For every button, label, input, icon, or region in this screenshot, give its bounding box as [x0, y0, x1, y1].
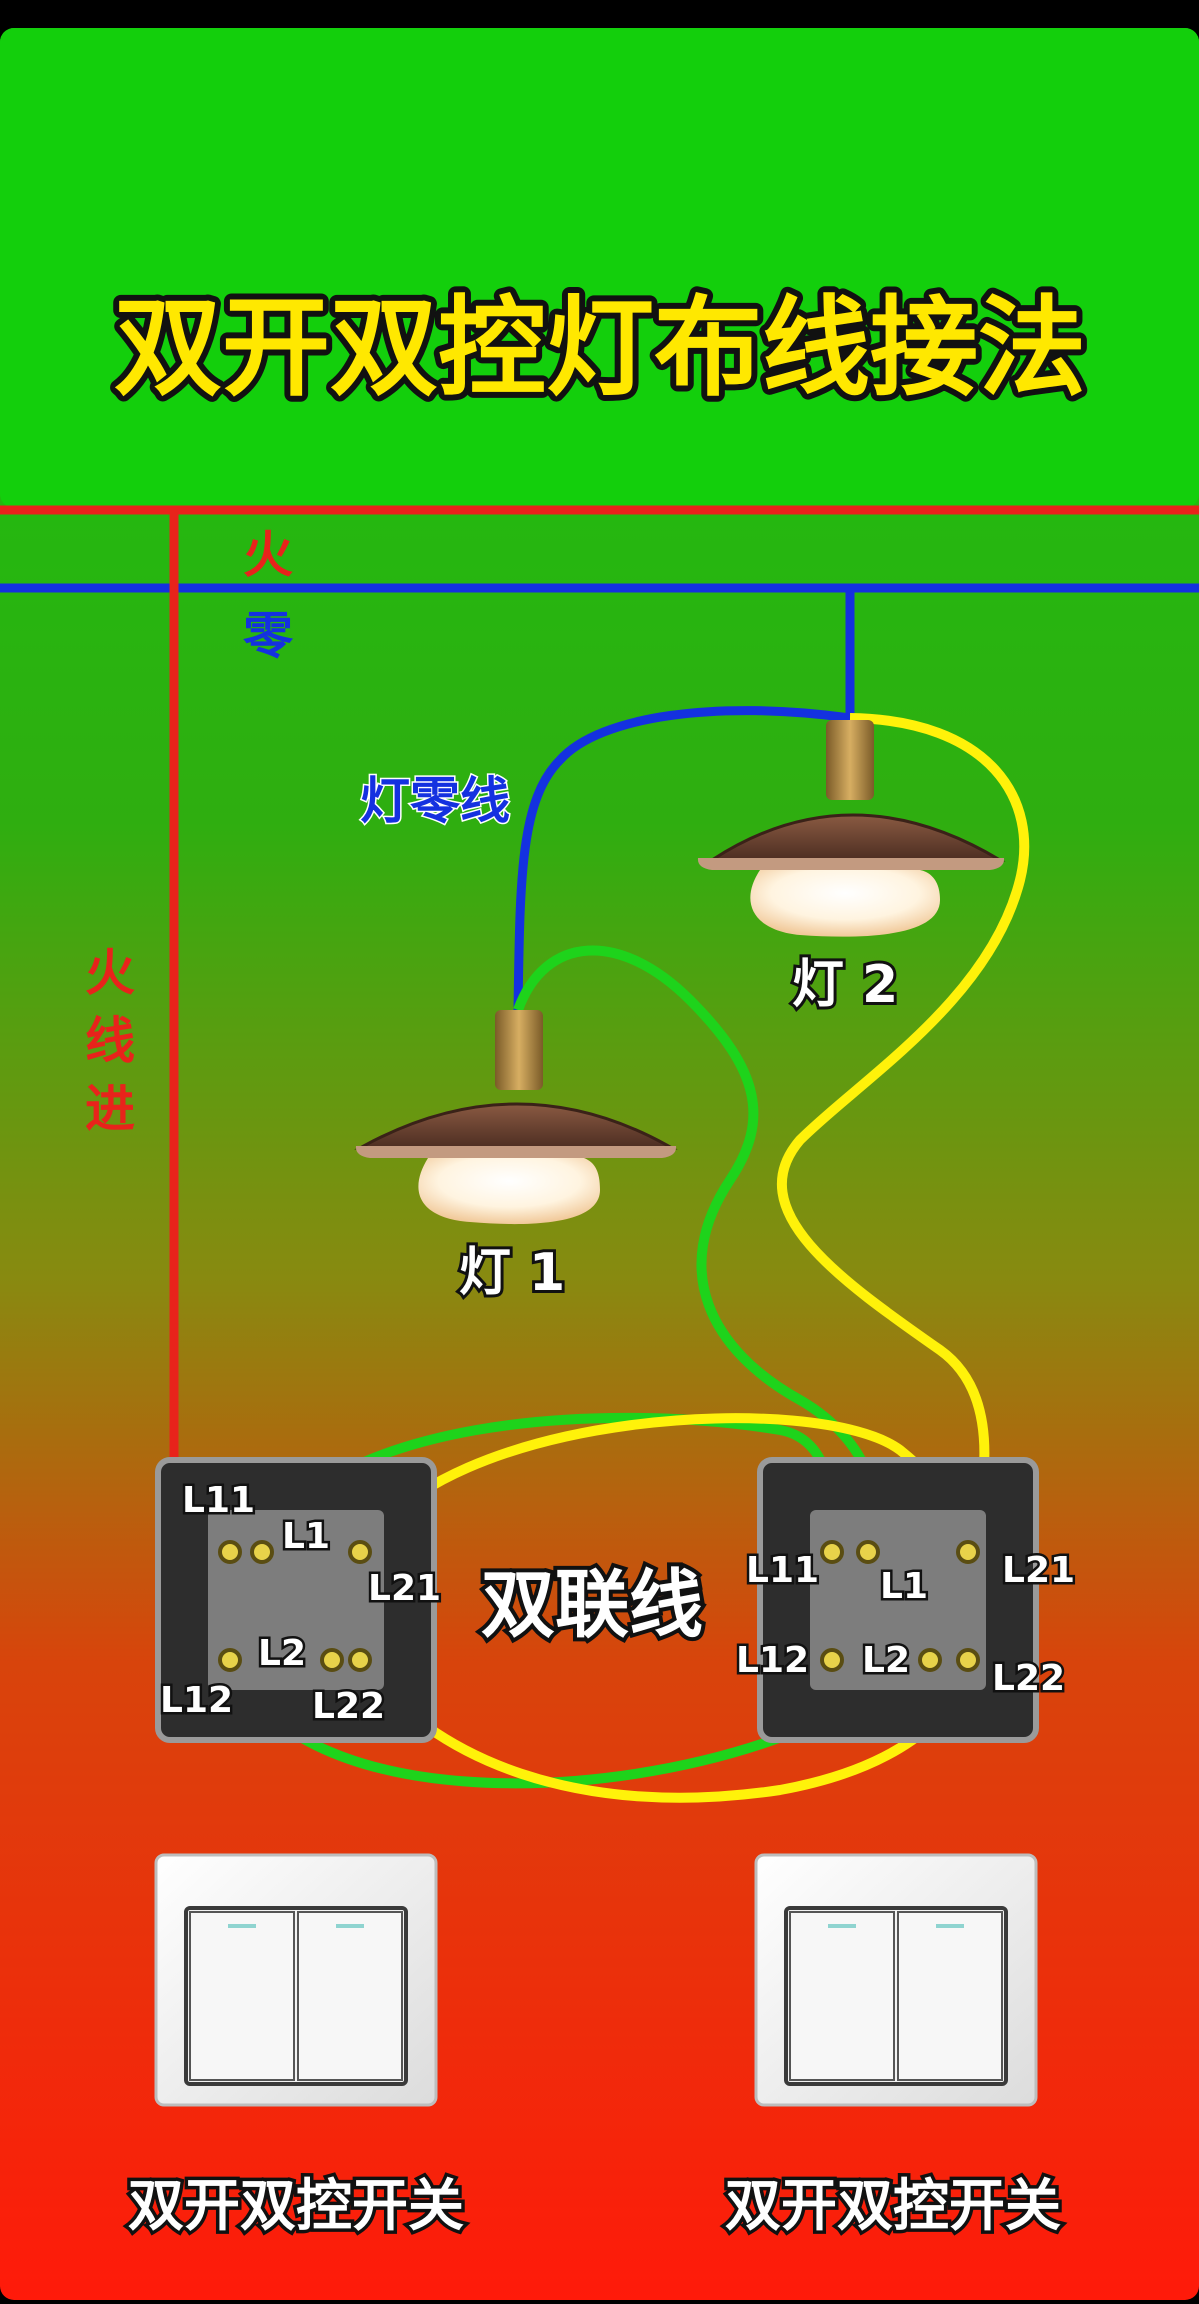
lamp-2-bulb	[750, 870, 940, 937]
lamp-1-shade-rim	[355, 1146, 677, 1158]
right-label-l11: L11	[746, 1550, 819, 1591]
right-switch-indicator-2	[936, 1924, 964, 1928]
right-switch-caption: 双开双控开关	[725, 2174, 1061, 2239]
live-in-char-3: 进	[85, 1080, 135, 1138]
left-switch-rocker-1[interactable]	[189, 1911, 295, 2081]
lamp-2-label: 灯 2	[792, 955, 898, 1015]
right-switch-back: L11 L1 L21 L12 L2 L22	[734, 1457, 1078, 1743]
left-terminal-l1	[250, 1540, 274, 1564]
left-terminal-l11	[218, 1540, 242, 1564]
neutral-label: 零	[243, 607, 294, 665]
live-in-char-2: 线	[85, 1012, 135, 1070]
lamp-2-shade-rim	[697, 858, 1005, 870]
left-switch-back: L11 L1 L21 L12 L2 L22	[155, 1457, 444, 1743]
lamp-1-bulb	[418, 1158, 600, 1225]
right-terminal-l11	[820, 1540, 844, 1564]
lamp2-yellow-wire	[776, 713, 1030, 1662]
lamp-1-label: 灯 1	[459, 1243, 565, 1303]
left-switch-front	[154, 1853, 438, 2107]
left-label-l2: L2	[258, 1633, 306, 1674]
right-label-l1: L1	[880, 1566, 928, 1607]
left-terminal-l21	[348, 1540, 372, 1564]
live-label: 火	[243, 526, 293, 584]
right-terminal-l21	[956, 1540, 980, 1564]
right-switch-front	[754, 1853, 1038, 2107]
right-label-l12: L12	[736, 1640, 809, 1681]
left-label-l21: L21	[368, 1568, 441, 1609]
right-terminal-l2	[918, 1648, 942, 1672]
lamp-1-socket	[495, 1010, 543, 1090]
left-terminal-l22	[348, 1648, 372, 1672]
left-switch-caption: 双开双控开关	[128, 2174, 464, 2239]
lamp1-green-wire	[513, 945, 882, 1555]
right-switch-indicator-1	[828, 1924, 856, 1928]
lamp-1-shade	[354, 1102, 678, 1150]
right-switch-rocker-2[interactable]	[897, 1911, 1003, 2081]
right-switch-core	[810, 1510, 986, 1690]
title-banner	[0, 28, 1199, 508]
left-terminal-l2	[320, 1648, 344, 1672]
left-switch-indicator-2	[336, 1924, 364, 1928]
lamp-1: 灯 1	[354, 1010, 678, 1306]
lamp-2-shade	[706, 813, 1006, 862]
left-switch-indicator-1	[228, 1924, 256, 1928]
right-switch-rocker-1[interactable]	[789, 1911, 895, 2081]
right-label-l21: L21	[1002, 1550, 1075, 1591]
lamp-neutral-wire	[513, 706, 851, 1011]
right-terminal-l1	[856, 1540, 880, 1564]
right-terminal-l12	[820, 1648, 844, 1672]
left-label-l11: L11	[182, 1480, 255, 1521]
left-label-l12: L12	[160, 1680, 233, 1721]
left-switch-rocker-2[interactable]	[297, 1911, 403, 2081]
bridge-wire-label: 双联线	[481, 1562, 703, 1648]
page-title: 双开双控灯布线接法	[114, 286, 1086, 411]
right-terminal-l22	[956, 1648, 980, 1672]
lamp-2: 灯 2	[697, 720, 1006, 1018]
left-terminal-l12	[218, 1648, 242, 1672]
right-label-l22: L22	[992, 1658, 1065, 1699]
left-label-l1: L1	[282, 1516, 330, 1557]
live-in-char-1: 火	[85, 944, 135, 1002]
lamp-neutral-label: 灯零线	[360, 772, 510, 830]
left-label-l22: L22	[312, 1686, 385, 1727]
lamp-2-socket	[826, 720, 874, 800]
right-label-l2: L2	[862, 1640, 910, 1681]
